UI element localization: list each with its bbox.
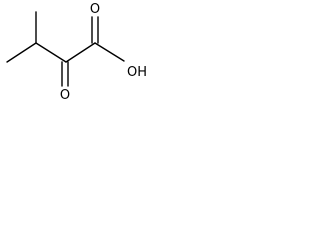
bond-ketone-to-acid-carbon — [65, 42, 96, 63]
molecule-structure: O OH O — [6, 2, 147, 103]
molecule-canvas: O OH O — [0, 0, 160, 118]
bond-lines — [6, 11, 125, 87]
atom-label-carbonyl-oxygen: O — [90, 2, 100, 17]
atom-label-hydroxyl: OH — [127, 65, 147, 80]
bond-acid-carbon-to-hydroxyl — [94, 42, 125, 62]
atom-label-ketone-oxygen: O — [60, 88, 70, 103]
bond-ch-to-ketone-carbon — [35, 42, 67, 63]
bond-methyl-left — [6, 42, 37, 63]
